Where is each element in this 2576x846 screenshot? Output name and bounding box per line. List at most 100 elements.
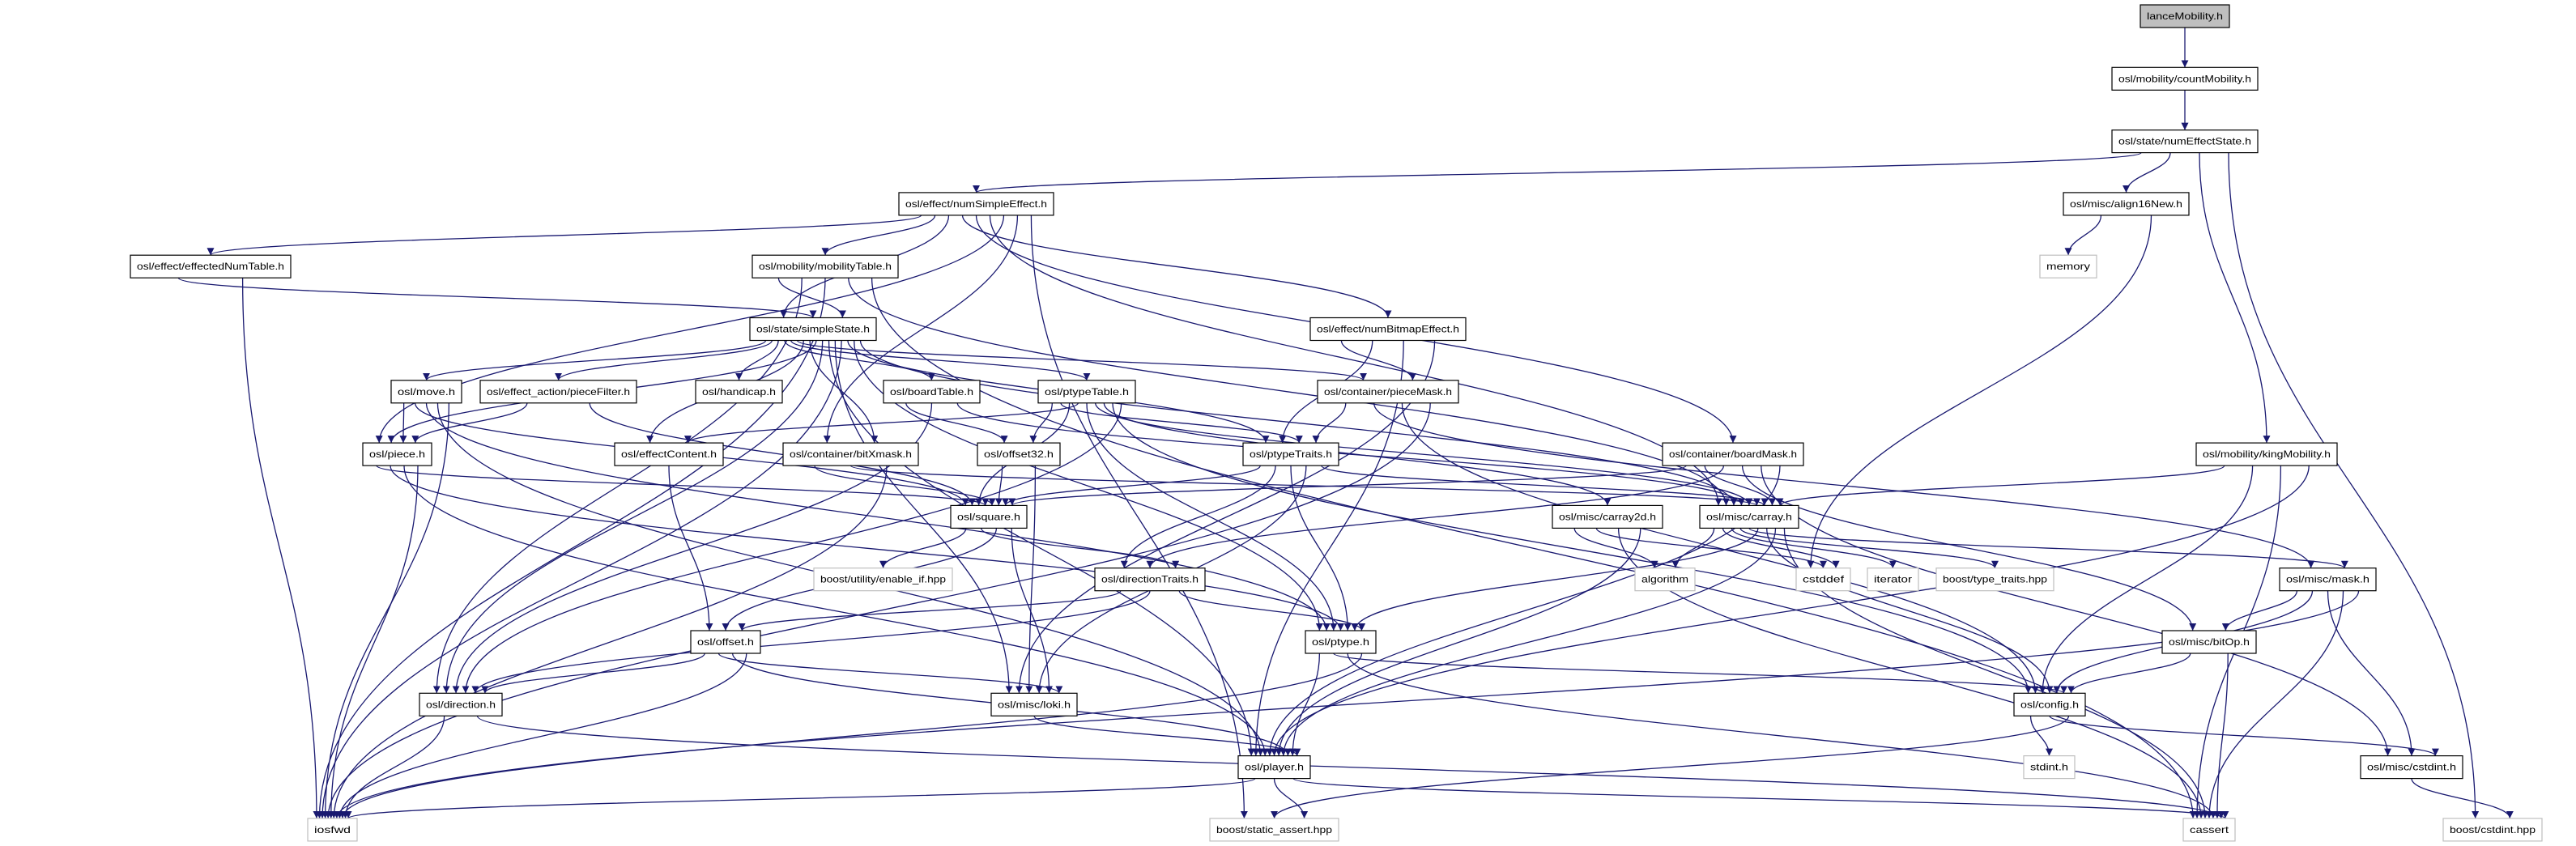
- file-node-bitOp[interactable]: osl/misc/bitOp.h: [2161, 630, 2257, 654]
- file-node-carray[interactable]: osl/misc/carray.h: [1699, 504, 1799, 529]
- file-node-move[interactable]: osl/move.h: [390, 380, 462, 404]
- file-node-directionTraits[interactable]: osl/directionTraits.h: [1094, 568, 1206, 592]
- include-edge: [1060, 402, 1303, 444]
- file-node-kingMobility[interactable]: osl/mobility/kingMobility.h: [2195, 442, 2338, 466]
- file-node-effectContent[interactable]: osl/effectContent.h: [614, 442, 724, 466]
- node-label: osl/misc/cstdint.h: [2367, 762, 2456, 773]
- node-label: osl/misc/carray.h: [1706, 511, 1792, 522]
- file-node-enableIf: boost/utility/enable_if.hpp: [813, 568, 953, 592]
- node-label: osl/mobility/kingMobility.h: [2203, 449, 2331, 460]
- file-node-lance[interactable]: lanceMobility.h: [2140, 4, 2230, 28]
- include-edge: [1321, 465, 1769, 506]
- file-node-boardTable[interactable]: osl/boardTable.h: [883, 380, 981, 404]
- include-edge: [1347, 653, 2217, 818]
- file-node-simpleState[interactable]: osl/state/simpleState.h: [749, 317, 877, 342]
- include-edge: [821, 215, 936, 256]
- file-node-effectedNumTable[interactable]: osl/effect/effectedNumTable.h: [130, 254, 292, 278]
- include-edge: [1671, 528, 1715, 568]
- node-box: [1552, 504, 1663, 529]
- file-node-offset[interactable]: osl/offset.h: [690, 630, 761, 654]
- include-edge: [1178, 590, 1366, 631]
- file-node-direction[interactable]: osl/direction.h: [419, 692, 503, 716]
- node-label: boost/static_assert.hpp: [1216, 824, 1332, 835]
- file-node-cassert: cassert: [2182, 818, 2236, 842]
- file-node-numBitmapEffect[interactable]: osl/effect/numBitmapEffect.h: [1309, 317, 1467, 342]
- file-node-align16New[interactable]: osl/misc/align16New.h: [2063, 192, 2190, 216]
- include-edge: [814, 465, 996, 506]
- include-edge: [241, 278, 321, 818]
- include-edge: [2038, 466, 2254, 694]
- file-node-numEffectState[interactable]: osl/state/numEffectState.h: [2111, 130, 2259, 154]
- include-edge: [2067, 653, 2191, 694]
- node-label: osl/piece.h: [369, 449, 425, 460]
- file-node-numSimpleEffect[interactable]: osl/effect/numSimpleEffect.h: [898, 192, 1054, 216]
- node-box: [2442, 818, 2543, 842]
- include-edge: [1595, 528, 1827, 568]
- node-box: [2161, 630, 2257, 654]
- file-node-countMobility[interactable]: osl/mobility/countMobility.h: [2111, 66, 2259, 91]
- file-node-bitXmask[interactable]: osl/container/bitXmask.h: [782, 442, 919, 466]
- include-edge: [1112, 402, 2033, 694]
- file-node-square[interactable]: osl/square.h: [950, 504, 1028, 529]
- node-label: boost/utility/enable_if.hpp: [820, 574, 946, 585]
- include-edge: [1011, 528, 1054, 694]
- file-node-mobilityTable[interactable]: osl/mobility/mobilityTable.h: [752, 254, 899, 278]
- node-box: [1935, 568, 2054, 592]
- include-edge: [1704, 465, 1776, 506]
- file-node-boardMask[interactable]: osl/container/boardMask.h: [1662, 442, 1804, 466]
- include-edge: [2411, 778, 2514, 819]
- file-node-config[interactable]: osl/config.h: [2013, 692, 2086, 716]
- node-box: [1305, 630, 1377, 654]
- node-box: [2140, 4, 2230, 28]
- include-edge: [1103, 402, 1612, 506]
- file-node-pieceMask[interactable]: osl/container/pieceMask.h: [1317, 380, 1459, 404]
- file-node-loki[interactable]: osl/misc/loki.h: [990, 692, 1078, 716]
- include-edge: [905, 402, 1008, 444]
- file-node-cstddef: cstddef: [1795, 568, 1851, 592]
- file-node-carray2d[interactable]: osl/misc/carray2d.h: [1552, 504, 1663, 529]
- node-label: osl/effect/numSimpleEffect.h: [905, 198, 1047, 210]
- include-edge: [345, 778, 1256, 819]
- node-box: [307, 818, 358, 842]
- include-edge: [1739, 528, 1999, 569]
- node-box: [782, 442, 919, 466]
- include-edge: [432, 278, 803, 694]
- file-node-handicap[interactable]: osl/handicap.h: [695, 380, 783, 404]
- include-edge: [324, 402, 1431, 818]
- file-node-pieceFilter[interactable]: osl/effect_action/pieceFilter.h: [479, 380, 637, 404]
- file-node-player[interactable]: osl/player.h: [1237, 755, 1311, 780]
- node-box: [1094, 568, 1206, 592]
- file-node-ptypeTraits[interactable]: osl/ptypeTraits.h: [1242, 442, 1339, 466]
- node-box: [883, 380, 981, 404]
- include-edge: [1766, 528, 2054, 694]
- include-edge: [1008, 465, 1687, 506]
- include-edge: [2029, 716, 2053, 756]
- file-node-piece[interactable]: osl/piece.h: [362, 442, 432, 466]
- node-label: memory: [2046, 261, 2090, 272]
- include-edge: [980, 528, 1180, 568]
- include-edge: [879, 528, 967, 568]
- node-label: osl/misc/bitOp.h: [2169, 636, 2250, 648]
- include-edge: [1401, 402, 2039, 694]
- file-node-iosfwd: iosfwd: [307, 818, 358, 842]
- file-node-cstdint[interactable]: osl/misc/cstdint.h: [2360, 755, 2463, 780]
- include-edge: [442, 340, 824, 694]
- node-box: [2111, 130, 2259, 154]
- include-edge: [321, 402, 449, 818]
- node-box: [2111, 66, 2259, 91]
- include-edge: [403, 466, 1269, 756]
- node-box: [690, 630, 761, 654]
- file-node-offset32[interactable]: osl/offset32.h: [977, 442, 1061, 466]
- node-label: lanceMobility.h: [2147, 11, 2223, 22]
- node-box: [1317, 380, 1459, 404]
- include-edge: [327, 466, 419, 818]
- file-node-mask[interactable]: osl/misc/mask.h: [2279, 568, 2377, 592]
- include-edge: [476, 715, 2225, 819]
- node-box: [2039, 254, 2097, 278]
- include-edge: [1741, 466, 2197, 631]
- file-node-ptype[interactable]: osl/ptype.h: [1305, 630, 1377, 654]
- file-node-ptypeTable[interactable]: osl/ptypeTable.h: [1037, 380, 1136, 404]
- include-edge: [994, 466, 1003, 506]
- include-edge: [471, 590, 1151, 694]
- node-box: [2195, 442, 2338, 466]
